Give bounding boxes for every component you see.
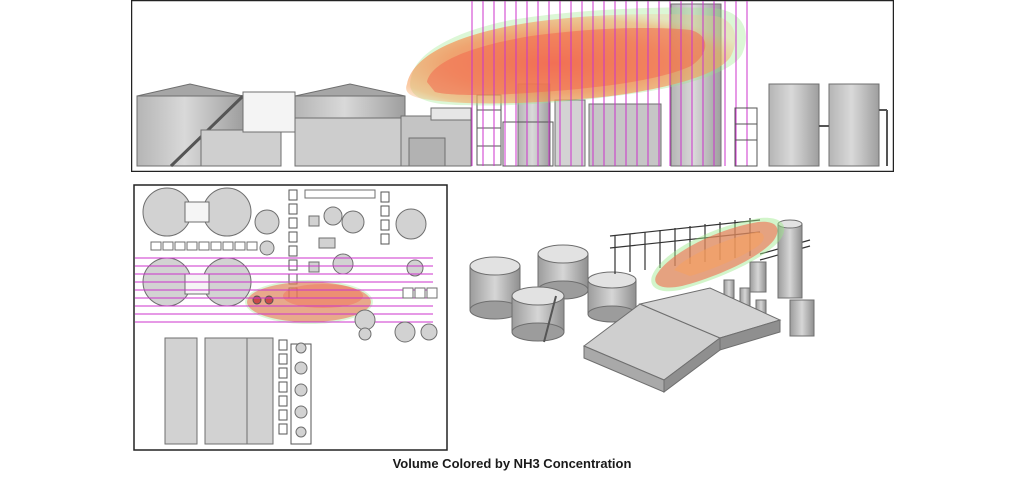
probe-grid-lines [471,1,748,166]
tank-frame-left [242,91,296,133]
small-tanks-plan [354,287,438,343]
isometric-view [460,196,820,406]
iso-small-tank-right [789,299,815,337]
plan-drawing [133,184,448,451]
figure-caption: Volume Colored by NH3 Concentration [392,456,632,471]
vessels-plan-bottom [294,342,308,438]
tank-cluster-top [142,187,280,256]
iso-tank-4 [587,271,637,323]
iso-tank-3 [511,286,565,342]
warehouse-buildings-plan [164,337,274,445]
process-equipment [304,189,427,277]
elevation-drawing [131,0,894,172]
nh3-plume-plan [245,280,373,324]
probe-lines-plan [135,257,433,323]
nh3-plume-isometric [651,217,785,292]
equipment-strip [150,241,258,251]
storage-tank-right-2 [828,83,880,167]
ladder-structure-right [734,107,758,167]
plan-view [133,184,448,451]
elevation-view [131,0,894,172]
warehouse-block [294,117,406,167]
storage-tank-right-1 [768,83,820,167]
iso-tank-1 [469,256,521,320]
compressor-house [588,103,662,167]
isometric-drawing [469,217,815,393]
iso-warehouses [583,287,782,393]
building-low-left [200,129,282,167]
